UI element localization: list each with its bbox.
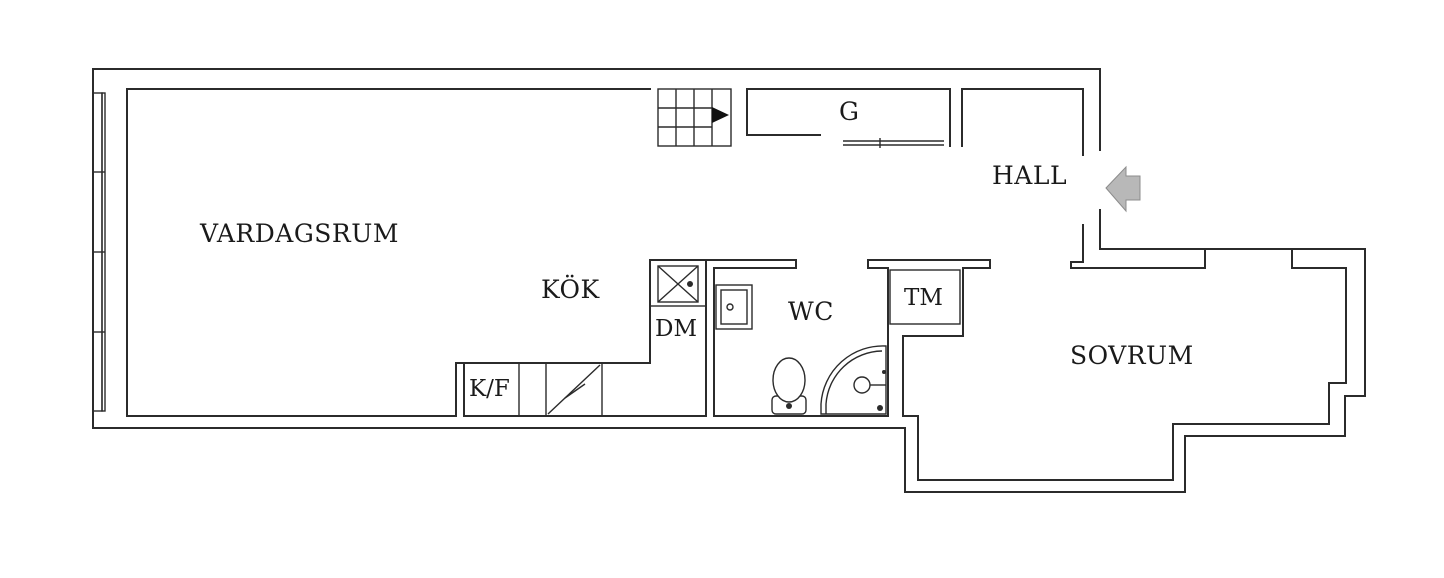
hall-walls (902, 88, 1347, 481)
entrance-arrow-icon (1105, 165, 1141, 213)
room-label-vardagsrum: VARDAGSRUM (199, 219, 399, 248)
room-label-wc: WC (788, 297, 834, 326)
wardrobe-g (746, 88, 951, 148)
sink-icon (715, 284, 753, 330)
kitchen-block (455, 259, 707, 417)
wc-walls (705, 259, 991, 417)
room-label-sovrum: SOVRUM (1070, 341, 1194, 370)
room-label-hall: HALL (992, 161, 1067, 190)
room-label-garderob: G (839, 97, 859, 126)
room-label-dm: DM (655, 316, 697, 342)
room-label-tm: TM (904, 285, 943, 311)
room-label-kf: K/F (469, 376, 510, 402)
room-label-kok: KÖK (541, 275, 601, 304)
left-window (92, 92, 106, 412)
toilet-icon (771, 357, 807, 415)
shower-icon (820, 345, 887, 415)
outer-walls (92, 68, 1366, 493)
stairs-icon (657, 88, 732, 147)
